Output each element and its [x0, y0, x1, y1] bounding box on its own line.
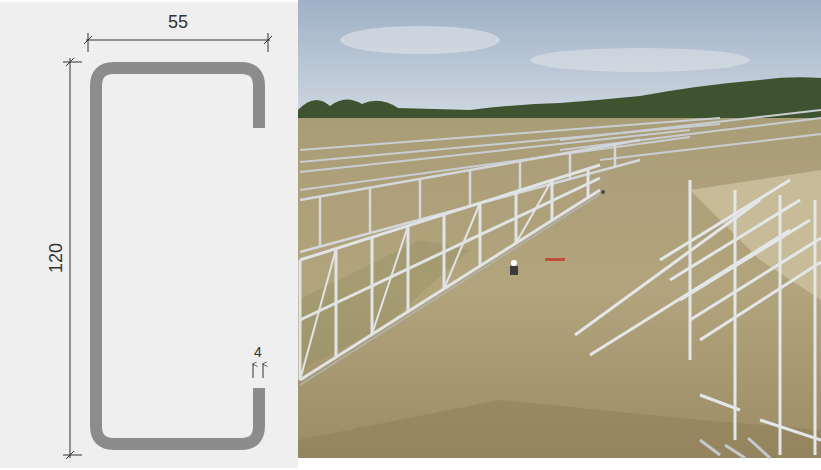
workers	[510, 190, 605, 275]
dimension-lines	[63, 33, 272, 459]
dimension-width: 55	[168, 13, 188, 31]
c-profile	[96, 68, 259, 444]
front-rack	[300, 165, 600, 380]
ground	[298, 118, 821, 458]
profile-drawing	[0, 2, 298, 468]
dimension-thickness: 4	[254, 345, 262, 359]
right-rack	[575, 180, 821, 455]
dimension-height: 120	[47, 243, 65, 273]
middle-rack	[300, 140, 640, 252]
solar-field-photo	[298, 0, 821, 458]
drawing-panel	[0, 2, 298, 468]
